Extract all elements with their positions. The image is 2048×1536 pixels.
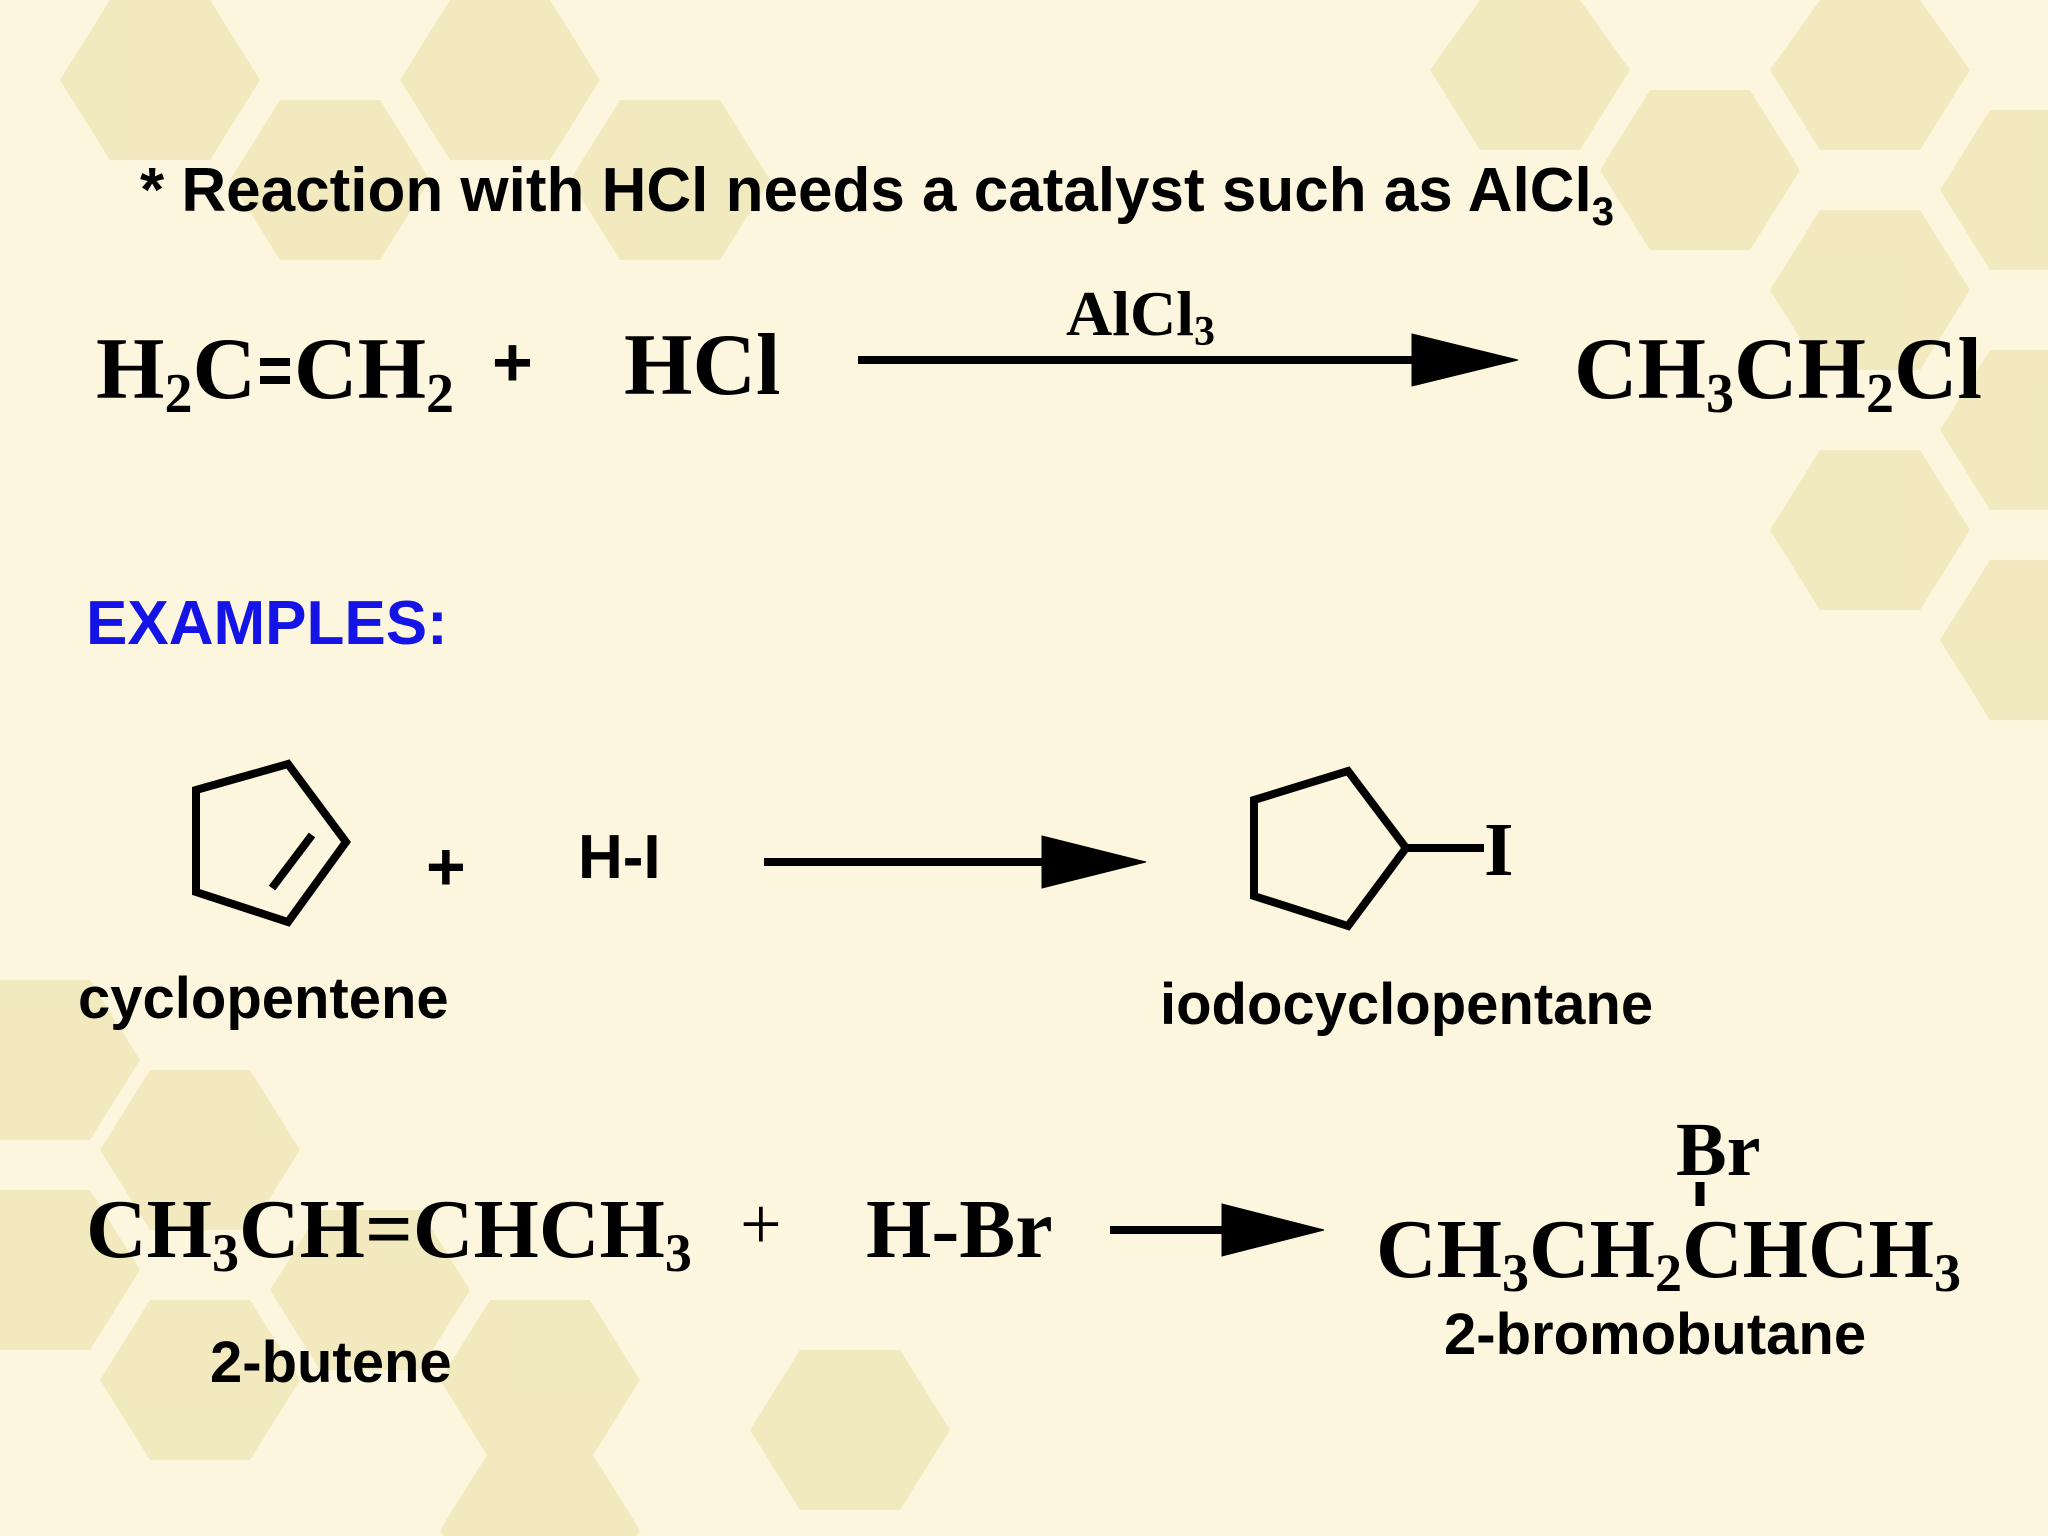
plus-sign: +: [492, 323, 533, 401]
iodocyclopentane-label: iodocyclopentane: [1160, 972, 1654, 1037]
chloroethane-formula: CH3CH2Cl: [1574, 321, 1982, 425]
double-bond: [260, 358, 291, 384]
arrow-reaction1: [858, 333, 1519, 387]
cyclopentene-double-bond: [268, 832, 316, 891]
2-butene-formula: CH3CH=CHCH3: [86, 1183, 692, 1283]
catalyst-note: * Reaction with HCl needs a catalyst suc…: [140, 156, 1614, 234]
2-bromobutane-label: 2-bromobutane: [1444, 1302, 1867, 1367]
cyclopentene-label: cyclopentene: [78, 966, 449, 1031]
examples-heading: EXAMPLES:: [86, 589, 448, 658]
bromine-atom: Br: [1676, 1108, 1761, 1192]
iodine-atom: I: [1484, 808, 1514, 892]
arrow-example2: [1110, 1203, 1325, 1257]
plus-sign: +: [740, 1184, 782, 1266]
plus-sign: +: [426, 829, 466, 905]
hi-reagent: H-I: [578, 823, 661, 892]
2-butene-label: 2-butene: [210, 1330, 452, 1395]
cyclopentene-ring: [192, 759, 351, 927]
cyclopentane-ring: [1250, 766, 1411, 931]
hcl-formula: HCl: [624, 317, 781, 414]
arrow-example1: [764, 835, 1147, 889]
hbr-reagent: H-Br: [866, 1183, 1053, 1276]
alcl3-catalyst: AlCl3: [1066, 278, 1215, 355]
2-bromobutane-formula: CH3CH2CHCH3: [1376, 1203, 1961, 1303]
